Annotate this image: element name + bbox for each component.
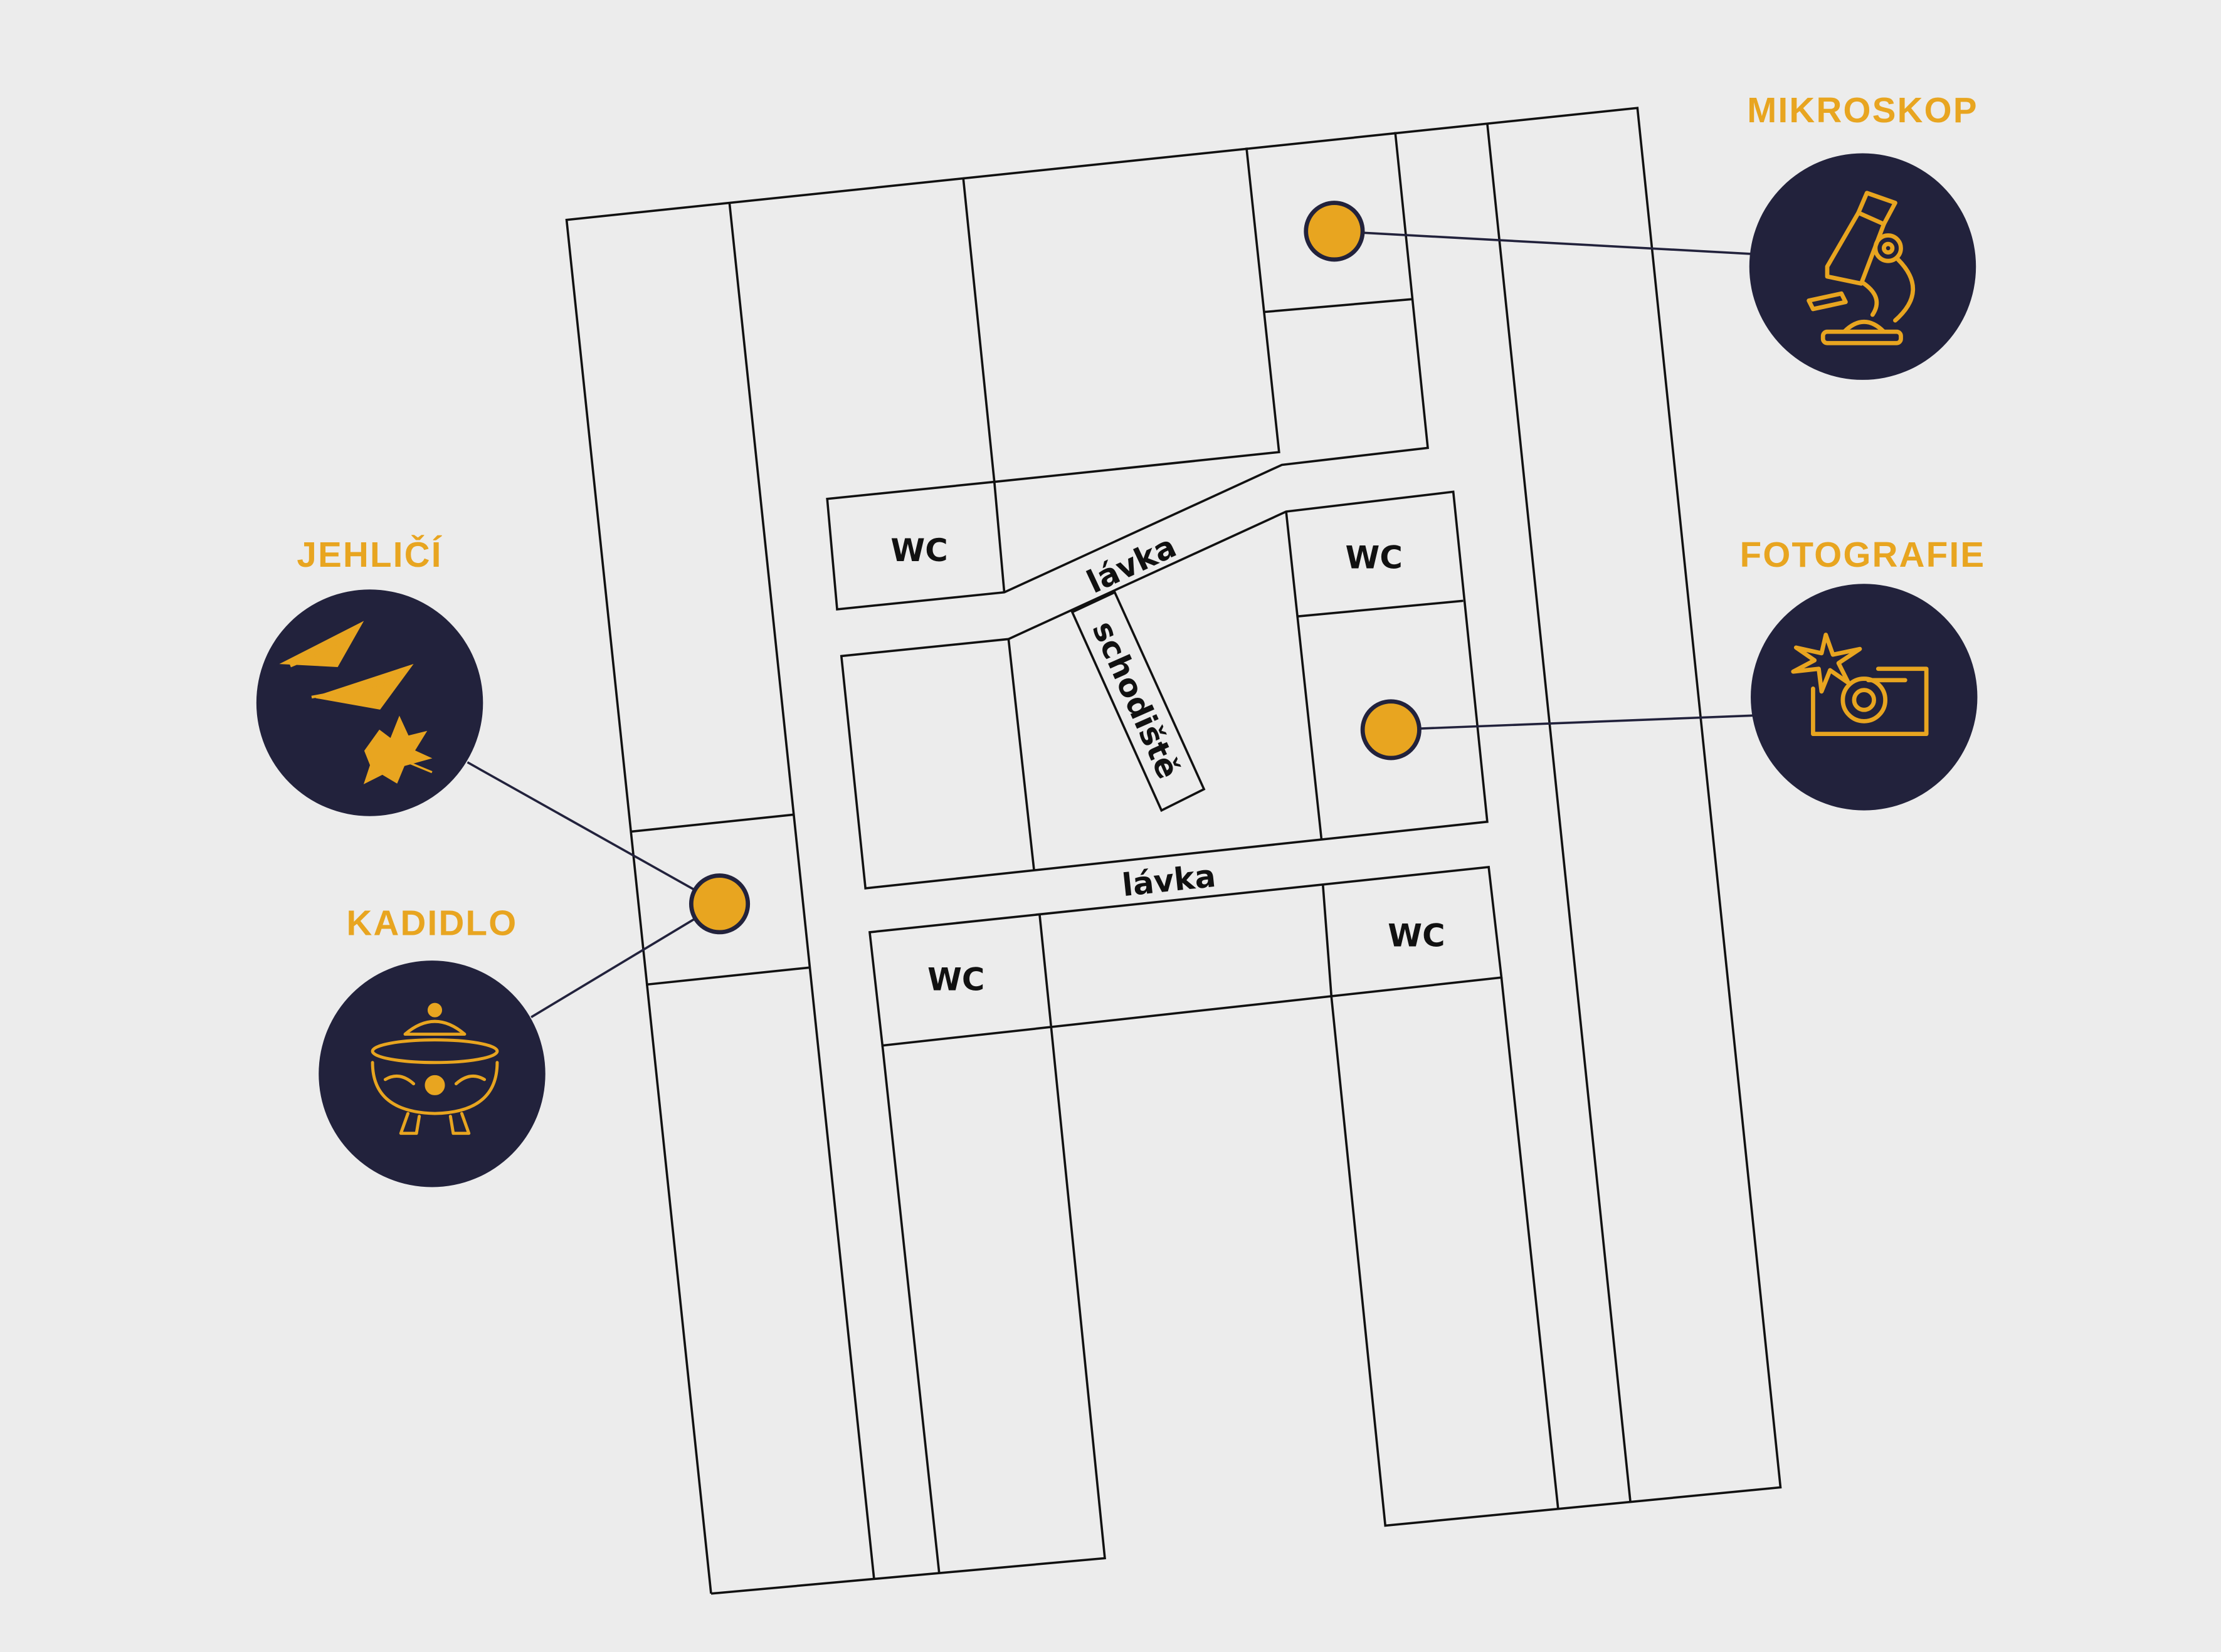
connectors <box>467 229 1754 1019</box>
poi-label: FOTOGRAFIE <box>1740 535 1986 574</box>
wc-label: WC <box>927 962 984 998</box>
poi-mikroskop[interactable]: MIKROSKOP <box>1747 90 1978 380</box>
wc-label: WC <box>1388 918 1445 954</box>
microscope-icon <box>1807 191 1916 345</box>
camera-icon <box>1791 633 1929 737</box>
poi-label: KADIDLO <box>346 903 517 942</box>
poi-fotografie[interactable]: FOTOGRAFIE <box>1740 535 1986 811</box>
poi-kadidlo[interactable]: KADIDLO <box>319 903 546 1187</box>
badge <box>1751 584 1978 811</box>
location-markers <box>688 201 1422 935</box>
marker-mikroskop[interactable] <box>1304 201 1365 262</box>
marker-fotografie[interactable] <box>1360 699 1422 760</box>
incense-burner-icon <box>371 1002 499 1135</box>
pine-needles-leaf-icon <box>279 621 433 784</box>
poi-label: JEHLIČÍ <box>297 534 442 574</box>
marker-jehlici-kadidlo[interactable] <box>688 873 751 935</box>
wc-label: WC <box>890 532 947 569</box>
badge <box>319 960 546 1187</box>
poi-label: MIKROSKOP <box>1747 90 1978 130</box>
floor-plan-walls <box>565 107 1782 1595</box>
wc-label: WC <box>1346 539 1403 576</box>
poi-jehlici[interactable]: JEHLIČÍ <box>256 534 483 816</box>
badge <box>1749 153 1976 380</box>
